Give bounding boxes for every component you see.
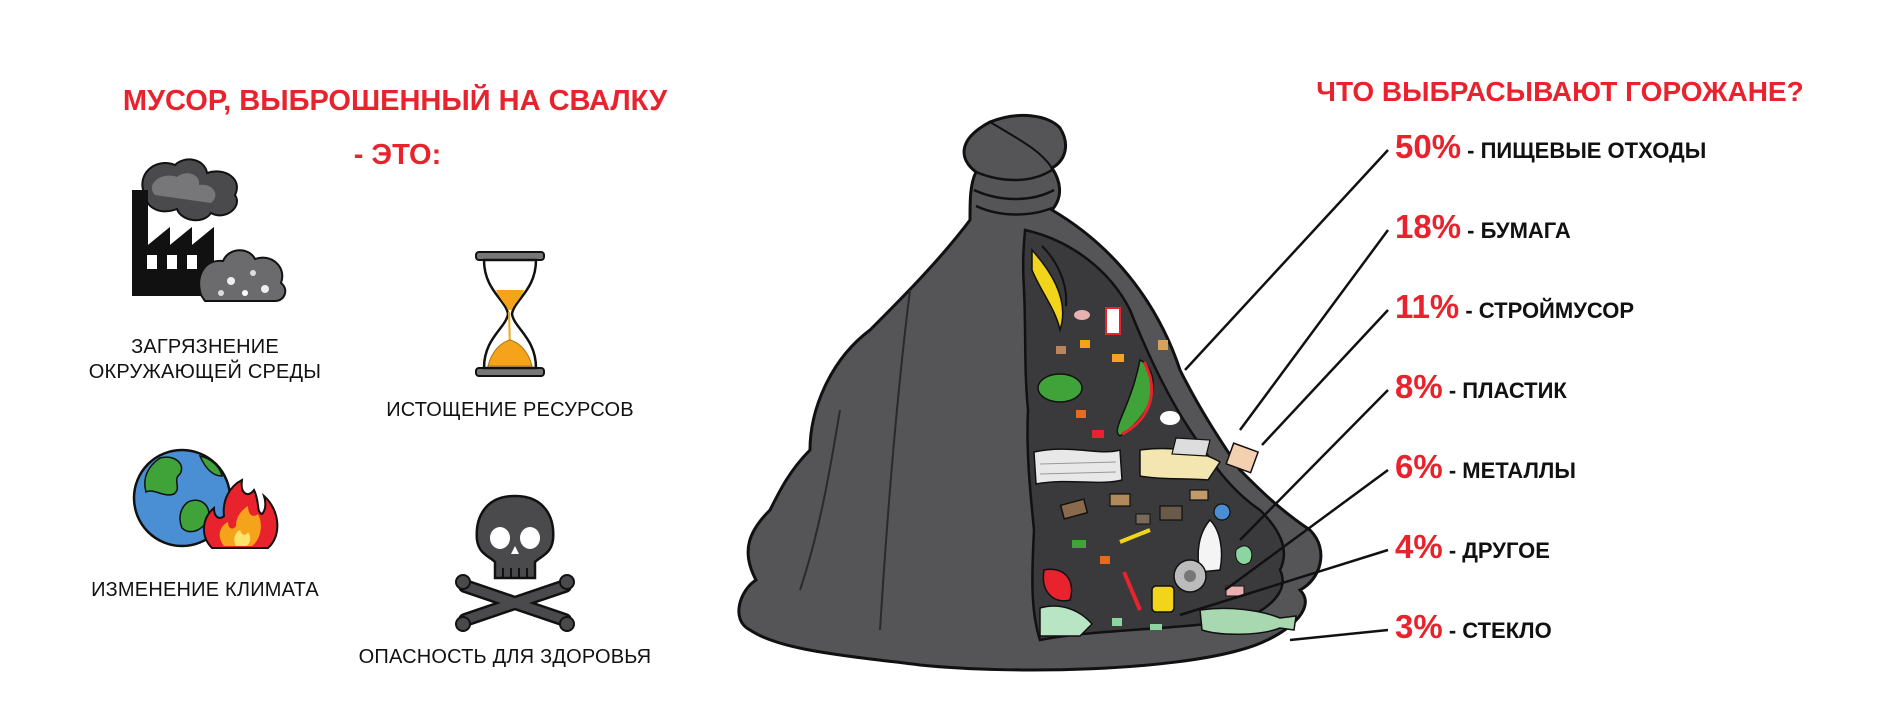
- skull-crossbones-icon: [455, 494, 575, 632]
- waste-category-label: - МЕТАЛЛЫ: [1442, 458, 1576, 483]
- leader-line: [1224, 468, 1389, 592]
- leader-line: [1239, 389, 1389, 541]
- consequence-caption-pollution: ЗАГРЯЗНЕНИЕ ОКРУЖАЮЩЕЙ СРЕДЫ: [88, 336, 322, 383]
- waste-category-label: - ПЛАСТИК: [1442, 378, 1567, 403]
- waste-category-label: - СТРОЙМУСОР: [1459, 298, 1635, 323]
- waste-row: 18% - БУМАГА: [1395, 208, 1571, 246]
- left-title: МУСОР, ВЫБРОШЕННЫЙ НА СВАЛКУ - ЭТО:: [0, 74, 790, 182]
- waste-category-label: - ДРУГОЕ: [1442, 538, 1550, 563]
- consequence-caption-climate: ИЗМЕНЕНИЕ КЛИМАТА: [91, 579, 319, 601]
- waste-row: 8% - ПЛАСТИК: [1395, 368, 1567, 406]
- right-title: ЧТО ВЫБРАСЫВАЮТ ГОРОЖАНЕ?: [1316, 76, 1804, 107]
- waste-percent: 50%: [1395, 128, 1462, 165]
- waste-percent: 18%: [1395, 208, 1462, 245]
- waste-row: 11% - СТРОЙМУСОР: [1395, 288, 1634, 326]
- waste-row: 50% - ПИЩЕВЫЕ ОТХОДЫ: [1395, 128, 1706, 166]
- waste-percent: 11%: [1395, 288, 1460, 325]
- leader-line: [1289, 628, 1389, 642]
- left-title-line2: - ЭТО:: [353, 139, 442, 171]
- waste-row: 4% - ДРУГОЕ: [1395, 528, 1550, 566]
- leader-line: [1179, 548, 1389, 617]
- waste-row: 6% - МЕТАЛЛЫ: [1395, 448, 1576, 486]
- hourglass-icon: [475, 251, 545, 377]
- waste-percent: 4%: [1395, 528, 1443, 565]
- left-title-line1: МУСОР, ВЫБРОШЕННЫЙ НА СВАЛКУ: [122, 85, 668, 117]
- waste-category-label: - ПИЩЕВЫЕ ОТХОДЫ: [1461, 138, 1707, 163]
- waste-percent: 6%: [1395, 448, 1443, 485]
- burning-earth-icon: [132, 448, 279, 549]
- garbage-bag-illustration: [737, 114, 1323, 672]
- waste-category-label: - БУМАГА: [1461, 218, 1571, 243]
- leader-line: [1238, 229, 1390, 431]
- consequence-caption-health: ОПАСНОСТЬ ДЛЯ ЗДОРОВЬЯ: [358, 646, 652, 668]
- waste-percent: 3%: [1395, 608, 1443, 645]
- consequence-caption-resources: ИСТОЩЕНИЕ РЕСУРСОВ: [386, 399, 634, 421]
- factory-icon: [132, 158, 287, 302]
- waste-percent: 8%: [1395, 368, 1443, 405]
- leader-line: [1184, 149, 1389, 371]
- leader-line: [1261, 309, 1389, 446]
- waste-row: 3% - СТЕКЛО: [1395, 608, 1552, 646]
- waste-category-label: - СТЕКЛО: [1442, 618, 1552, 643]
